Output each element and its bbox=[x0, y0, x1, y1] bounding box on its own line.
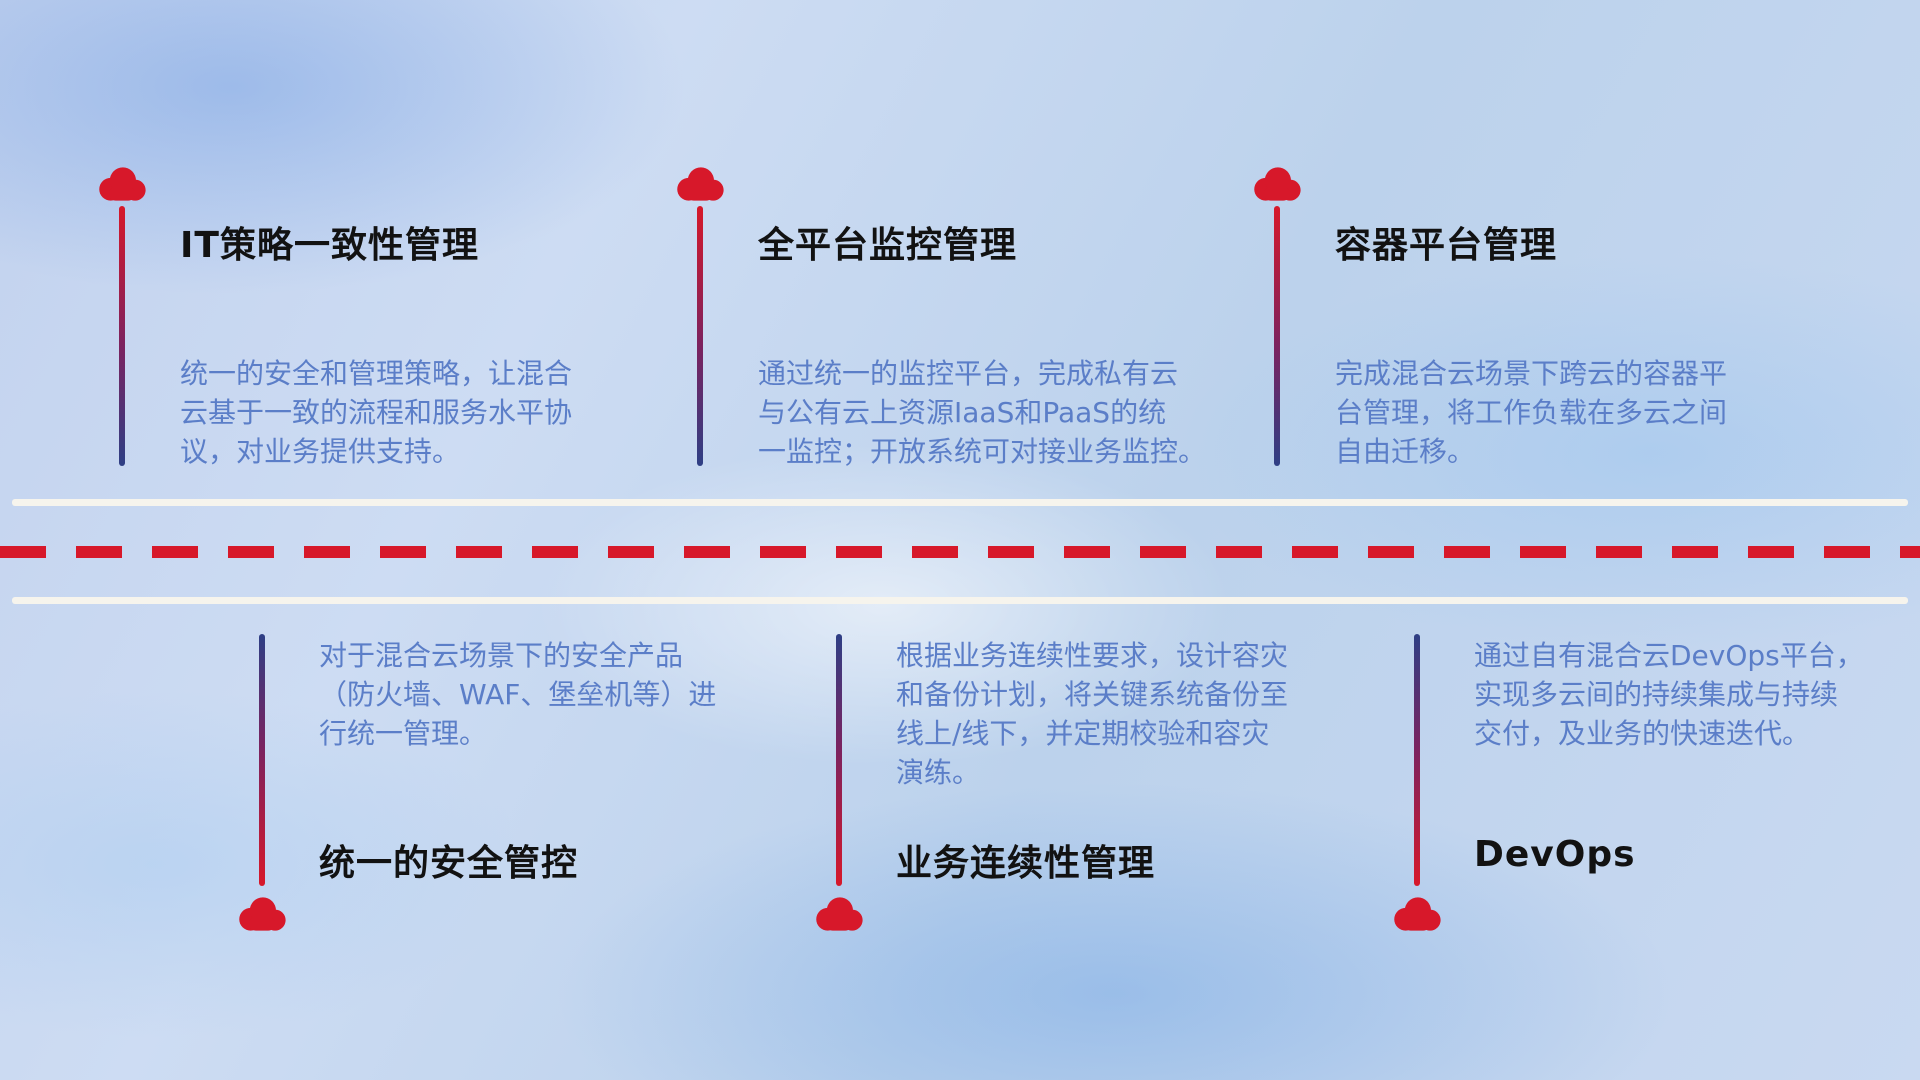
feature-title: IT策略一致性管理 bbox=[180, 225, 479, 266]
feature-title: 统一的安全管控 bbox=[319, 843, 579, 884]
feature-title: 容器平台管理 bbox=[1335, 225, 1558, 266]
road-stripe-top bbox=[12, 499, 1908, 506]
connector-line bbox=[836, 634, 842, 886]
connector-line bbox=[697, 206, 703, 466]
feature-description: 通过自有混合云DevOps平台， 实现多云间的持续集成与持续 交付，及业务的快速… bbox=[1474, 639, 1864, 750]
cloud-icon bbox=[1254, 167, 1301, 201]
feature-description: 对于混合云场景下的安全产品 （防火墙、WAF、堡垒机等）进 行统一管理。 bbox=[319, 639, 717, 750]
feature-description: 通过统一的监控平台，完成私有云 与公有云上资源IaaS和PaaS的统 一监控；开… bbox=[758, 357, 1207, 468]
feature-description: 完成混合云场景下跨云的容器平 台管理，将工作负载在多云之间 自由迁移。 bbox=[1335, 357, 1728, 468]
cloud-icon bbox=[816, 897, 863, 931]
connector-line bbox=[1414, 634, 1420, 886]
feature-title: DevOps bbox=[1474, 834, 1636, 875]
cloud-icon bbox=[677, 167, 724, 201]
cloud-icon bbox=[99, 167, 146, 201]
feature-title: 全平台监控管理 bbox=[758, 225, 1018, 266]
road-stripe-bottom bbox=[12, 597, 1908, 604]
connector-line bbox=[1274, 206, 1280, 466]
connector-line bbox=[259, 634, 265, 886]
feature-title: 业务连续性管理 bbox=[896, 843, 1156, 884]
road-center-dashed-line bbox=[0, 546, 1920, 558]
connector-line bbox=[119, 206, 125, 466]
cloud-icon bbox=[239, 897, 286, 931]
feature-description: 根据业务连续性要求，设计容灾 和备份计划，将关键系统备份至 线上/线下，并定期校… bbox=[896, 639, 1289, 789]
cloud-icon bbox=[1394, 897, 1441, 931]
feature-description: 统一的安全和管理策略，让混合 云基于一致的流程和服务水平协 议，对业务提供支持。 bbox=[180, 357, 573, 468]
